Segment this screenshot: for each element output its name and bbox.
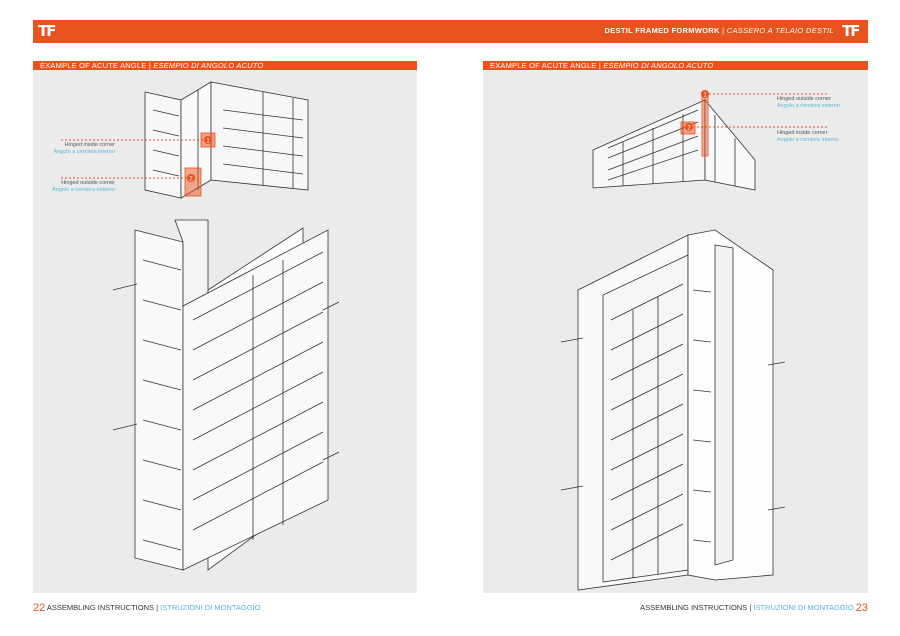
right-callout-1-it: Angolo a cerniera esterno: [777, 103, 840, 109]
right-marker-2: [685, 123, 693, 131]
tf-logo: TF: [38, 22, 56, 40]
right-marker-2-label: 2: [687, 126, 691, 132]
left-callout-1: Hinged inside corner Angolo a cerniera i…: [33, 142, 115, 156]
left-callout-1-it: Angolo a cerniera interno: [53, 149, 115, 155]
left-section-title-it: ESEMPIO DI ANGOLO ACUTO: [153, 61, 264, 70]
header-title-en: DESTIL FRAMED FORMWORK: [604, 26, 720, 35]
right-detail-view: [592, 98, 756, 191]
header-separator: |: [722, 26, 725, 35]
header-bar: TF DESTIL FRAMED FORMWORK | CASSERO A TE…: [33, 20, 868, 43]
left-main-formwork: [112, 219, 340, 571]
left-footer-en: ASSEMBLING INSTRUCTIONS: [46, 603, 155, 612]
left-detail-view: [144, 81, 309, 199]
left-marker-1: [204, 136, 212, 144]
left-section-bar: EXAMPLE OF ACUTE ANGLE | ESEMPIO DI ANGO…: [33, 61, 417, 70]
left-section-title-en: EXAMPLE OF ACUTE ANGLE: [40, 61, 147, 70]
left-marker-2: [187, 174, 195, 182]
left-callout-1-en: Hinged inside corner: [64, 142, 115, 148]
left-callout-2-it: Angolo a cerniera esterno: [52, 187, 115, 193]
right-callout-1-en: Hinged outside corner: [777, 96, 831, 102]
right-callout-1: Hinged outside corner Angolo a cerniera …: [777, 96, 840, 110]
right-page-number: 23: [855, 602, 868, 614]
left-drawing-panel: 1 2 Hinged inside corner Angolo a cernie…: [33, 70, 417, 593]
right-callout-2: Hinged inside corner Angolo a cerniera i…: [777, 130, 838, 144]
left-callout-2-en: Hinged outside corner: [61, 180, 115, 186]
right-outside-corner-highlight: [701, 95, 709, 157]
left-page-number: 22: [33, 602, 46, 614]
left-section-title: EXAMPLE OF ACUTE ANGLE | ESEMPIO DI ANGO…: [40, 61, 263, 70]
left-callout-2: Hinged outside corner Angolo a cerniera …: [33, 180, 115, 194]
right-drawing-panel: 1 2 Hinged outside corner Angolo a cerni…: [483, 70, 868, 593]
tf-logo-right: TF: [842, 22, 860, 40]
left-marker-1-label: 1: [206, 139, 210, 145]
right-section-title: EXAMPLE OF ACUTE ANGLE | ESEMPIO DI ANGO…: [490, 61, 713, 70]
left-section-separator: |: [148, 61, 151, 70]
right-callout-2-it: Angolo a cerniera interno: [777, 137, 839, 143]
right-footer-en: ASSEMBLING INSTRUCTIONS: [640, 603, 748, 612]
header-title-it: CASSERO A TELAIO DESTIL: [726, 26, 834, 35]
right-footer: ASSEMBLING INSTRUCTIONS | ISTRUZIONI DI …: [640, 602, 868, 614]
right-formwork-drawing: 1 2: [560, 90, 828, 591]
right-section-title-en: EXAMPLE OF ACUTE ANGLE: [490, 61, 597, 70]
right-marker-1-label: 1: [703, 93, 707, 99]
right-main-formwork: [560, 229, 786, 591]
header-title: DESTIL FRAMED FORMWORK | CASSERO A TELAI…: [605, 26, 834, 35]
right-section-title-it: ESEMPIO DI ANGOLO ACUTO: [603, 61, 714, 70]
left-outside-corner-highlight: [184, 167, 202, 197]
left-formwork-drawing: 1 2: [61, 81, 340, 571]
left-marker-2-label: 2: [189, 177, 193, 183]
right-footer-it: ISTRUZIONI DI MONTAGGIO: [753, 603, 854, 612]
left-footer-separator: |: [156, 603, 159, 612]
left-footer-it: ISTRUZIONI DI MONTAGGIO: [160, 603, 261, 612]
right-section-separator: |: [598, 61, 601, 70]
right-marker-1: [701, 90, 709, 98]
right-callout-2-en: Hinged inside corner: [777, 130, 828, 136]
right-section-bar: EXAMPLE OF ACUTE ANGLE | ESEMPIO DI ANGO…: [483, 61, 868, 70]
right-footer-separator: |: [749, 603, 752, 612]
left-footer: 22 ASSEMBLING INSTRUCTIONS | ISTRUZIONI …: [33, 602, 260, 614]
